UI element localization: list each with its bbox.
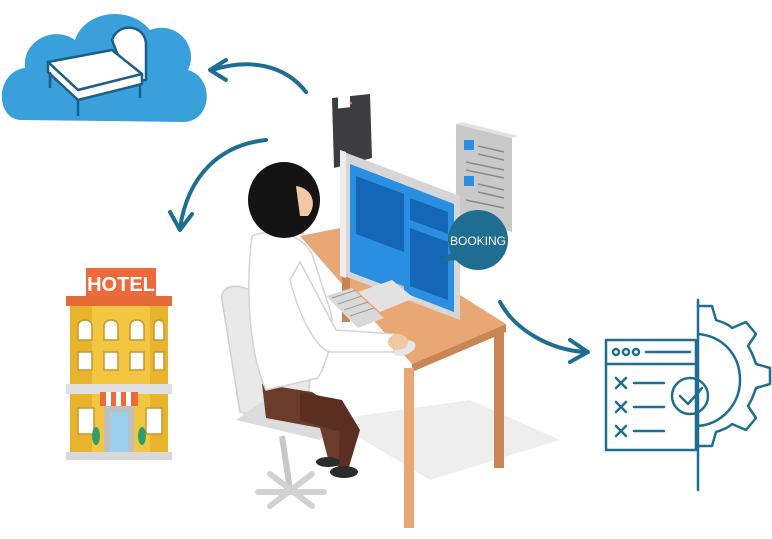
booking-label: BOOKING	[450, 234, 506, 248]
monitor	[340, 150, 460, 320]
cloud-bed-icon	[1, 13, 207, 122]
checklist-gear-icon	[604, 298, 772, 492]
hotel-sign-text: HOTEL	[87, 274, 155, 296]
booking-bubble: BOOKING	[440, 210, 508, 270]
hotel-building-icon: HOTEL	[66, 268, 172, 460]
keyboard	[326, 288, 384, 328]
person	[248, 162, 408, 478]
arrows	[168, 58, 590, 364]
web-layout-icon	[332, 75, 372, 168]
document-icon	[456, 122, 518, 232]
